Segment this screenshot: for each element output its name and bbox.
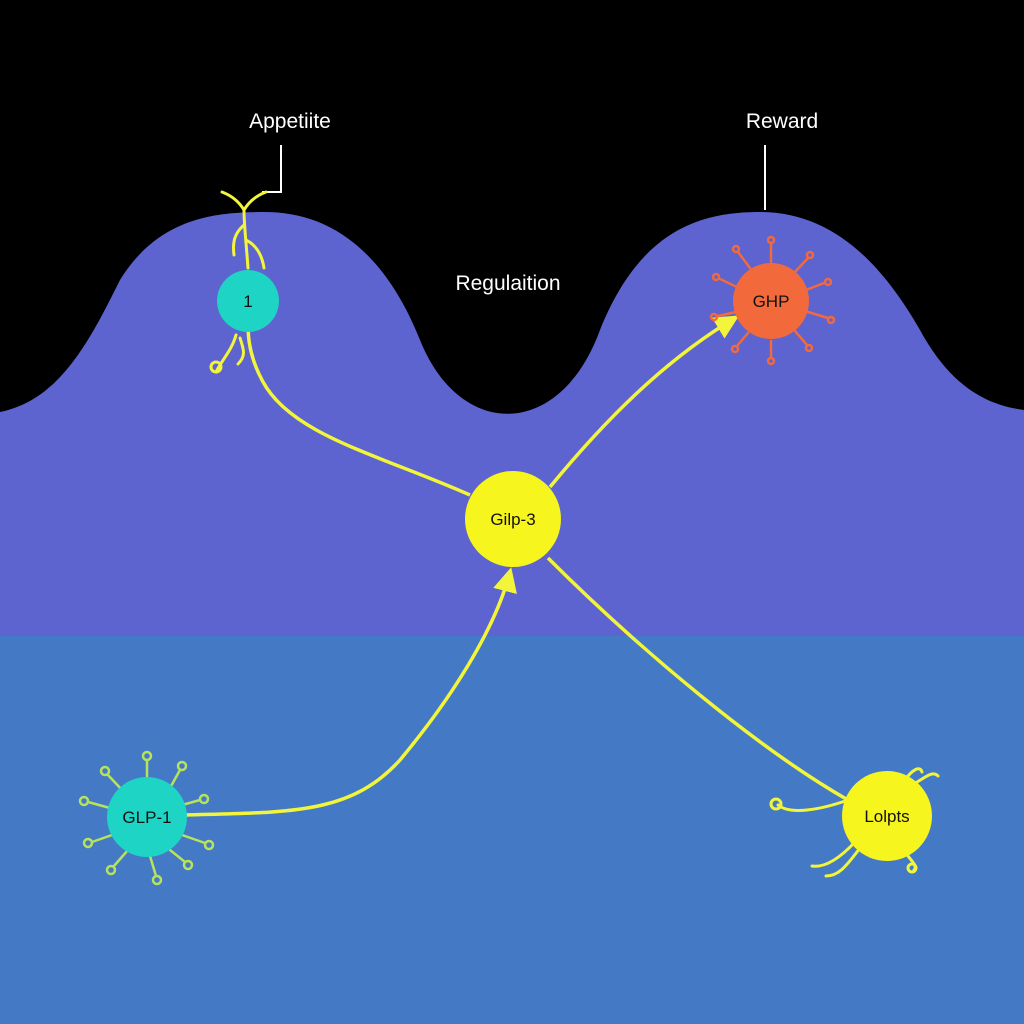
receptor-cell-icon — [78, 750, 215, 886]
node-top-left-label: 1 — [243, 292, 252, 311]
node-bottom-left-label: GLP-1 — [122, 808, 171, 827]
appetite-pointer — [262, 145, 282, 193]
node-center — [465, 471, 561, 567]
label-reward: Reward — [746, 110, 818, 133]
node-bottom-right-label: Lolpts — [864, 807, 909, 826]
node-top-right — [733, 263, 809, 339]
connector-center-to-bottom-right — [546, 556, 849, 802]
label-appetite: Appetiite — [249, 110, 331, 133]
node-top-right-label: GHP — [753, 292, 790, 311]
connector-bottom-left-to-center — [184, 567, 517, 817]
connector-center-to-top-right — [548, 315, 740, 489]
node-top-left — [217, 270, 279, 332]
label-regulation: Regulaition — [455, 272, 560, 295]
neuron-cell-icon — [209, 190, 268, 374]
node-center-label: Gilp-3 — [490, 510, 535, 529]
node-bottom-right — [842, 771, 932, 861]
node-bottom-left — [107, 777, 187, 857]
virus-cell-icon — [709, 235, 836, 366]
